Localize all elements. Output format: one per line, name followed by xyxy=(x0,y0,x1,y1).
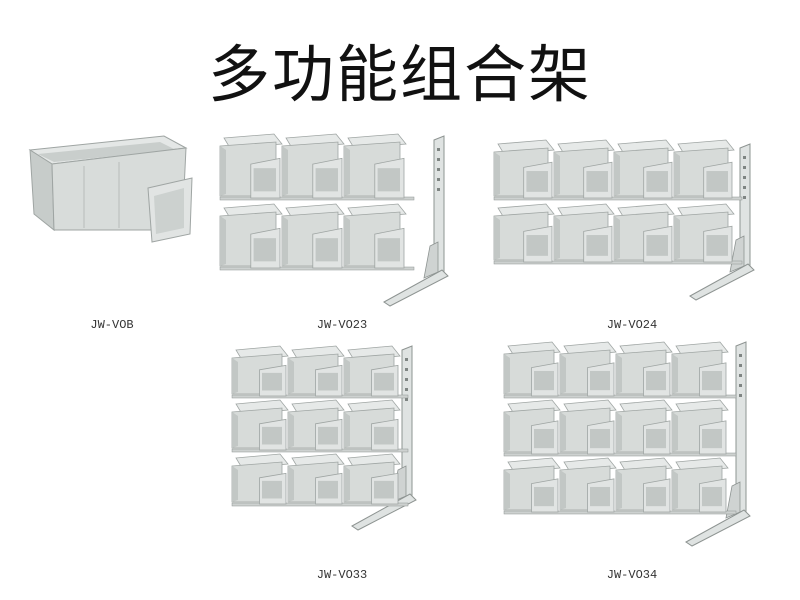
rack-3x3-image xyxy=(231,345,417,531)
storage-bin xyxy=(613,203,675,263)
product-caption-vob: JW-VOB xyxy=(90,318,134,332)
storage-bin xyxy=(671,399,729,455)
storage-bin xyxy=(615,457,673,513)
rack-3x4-image xyxy=(503,341,751,547)
storage-bin xyxy=(231,453,289,505)
storage-bin xyxy=(343,453,401,505)
storage-bin xyxy=(673,203,735,263)
storage-bin xyxy=(343,399,401,451)
rack-foot xyxy=(383,269,449,307)
storage-bin xyxy=(613,139,675,199)
storage-bin xyxy=(231,345,289,397)
storage-bin xyxy=(343,133,407,199)
storage-bin xyxy=(503,457,561,513)
storage-bin xyxy=(343,203,407,269)
storage-bin xyxy=(343,345,401,397)
storage-bin xyxy=(287,399,345,451)
storage-bin xyxy=(615,341,673,397)
storage-bin xyxy=(281,203,345,269)
page-title: 多功能组合架 xyxy=(207,38,592,111)
storage-bin xyxy=(503,341,561,397)
storage-bin xyxy=(553,203,615,263)
rack-foot xyxy=(685,509,751,547)
storage-bin xyxy=(493,203,555,263)
rack-2x4-image xyxy=(493,139,755,301)
storage-bin xyxy=(615,399,673,455)
storage-bin xyxy=(559,341,617,397)
product-caption-vo33: JW-VO33 xyxy=(316,568,368,582)
product-caption-vo23: JW-VO23 xyxy=(316,318,368,332)
storage-bin xyxy=(559,399,617,455)
storage-bin xyxy=(671,341,729,397)
storage-bin xyxy=(219,203,283,269)
storage-bin xyxy=(671,457,729,513)
storage-bin xyxy=(559,457,617,513)
product-rack-3x4 xyxy=(498,336,760,560)
product-rack-2x4 xyxy=(488,130,778,310)
product-caption-vo24: JW-VO24 xyxy=(606,318,658,332)
storage-bin xyxy=(503,399,561,455)
storage-bin xyxy=(219,133,283,199)
rack-2x3-image xyxy=(219,133,449,307)
product-caption-vo34: JW-VO34 xyxy=(606,568,658,582)
storage-bin xyxy=(493,139,555,199)
storage-bin xyxy=(287,453,345,505)
storage-bin xyxy=(281,133,345,199)
single-bin-image xyxy=(28,135,193,243)
storage-bin xyxy=(287,345,345,397)
product-rack-2x3 xyxy=(214,126,464,316)
storage-bin xyxy=(673,139,735,199)
product-single-bin xyxy=(24,130,194,250)
rack-foot xyxy=(689,263,755,301)
storage-bin xyxy=(553,139,615,199)
storage-bin xyxy=(231,399,289,451)
product-rack-3x3 xyxy=(226,340,426,540)
